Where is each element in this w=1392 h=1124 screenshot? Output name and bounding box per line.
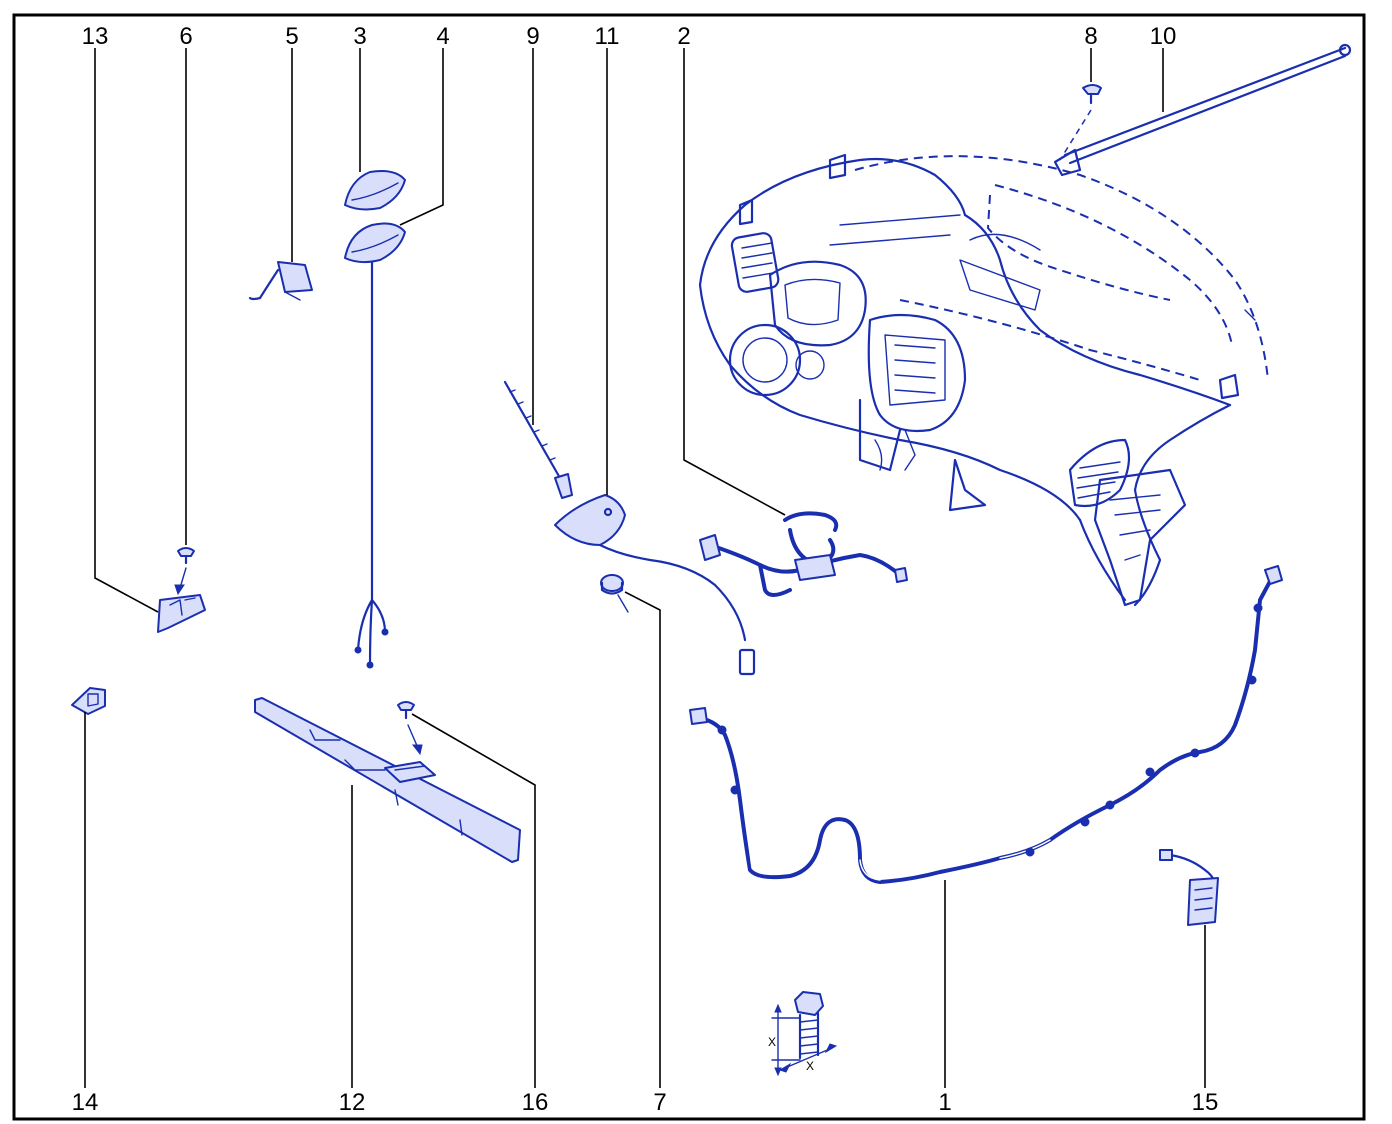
part-11-antenna	[554, 494, 756, 676]
bolt-dim-label-bottom: X	[806, 1059, 814, 1073]
callout-7: 7	[653, 1089, 666, 1116]
part-2-harness	[699, 511, 908, 597]
callout-1: 1	[938, 1089, 951, 1116]
callout-9: 9	[526, 23, 539, 50]
callout-4: 4	[436, 23, 449, 50]
part-6-screw	[174, 547, 195, 596]
callout-8: 8	[1084, 23, 1097, 50]
part-10-rod	[1053, 43, 1352, 177]
part-13-bracket	[157, 594, 206, 633]
callout-15: 15	[1192, 1089, 1219, 1116]
part-5-module	[248, 261, 313, 301]
callout-12: 12	[339, 1089, 366, 1116]
part-1-harness	[689, 565, 1283, 884]
callout-10: 10	[1150, 23, 1177, 50]
callout-3: 3	[353, 23, 366, 50]
callout-2: 2	[677, 23, 690, 50]
part-12-panel	[254, 697, 521, 863]
part-16-screw	[397, 701, 423, 756]
callout-6: 6	[179, 23, 192, 50]
part-7-nut	[600, 574, 629, 613]
bolt-dim-label-left: X	[768, 1035, 776, 1049]
callout-16: 16	[522, 1089, 549, 1116]
bolt-dimension-symbol: X X	[768, 991, 838, 1077]
part-4-cover-with-cable	[344, 222, 406, 669]
callout-numbers: 13 6 5 3 4 9 11 2 8 10 14 12 16 7 1 15	[72, 23, 1219, 1116]
callout-11: 11	[595, 23, 620, 50]
part-3-cover	[344, 170, 406, 211]
part-9-rod-antenna	[503, 380, 573, 499]
dashboard-assembly	[698, 153, 1269, 607]
callout-5: 5	[285, 23, 298, 50]
part-8-screw	[1059, 84, 1102, 161]
part-14-clip	[71, 687, 106, 715]
leader-lines	[84, 48, 1206, 1088]
callout-13: 13	[82, 23, 109, 50]
part-15-module	[1159, 849, 1219, 926]
callout-14: 14	[72, 1089, 99, 1116]
diagram-frame	[12, 13, 1366, 1121]
